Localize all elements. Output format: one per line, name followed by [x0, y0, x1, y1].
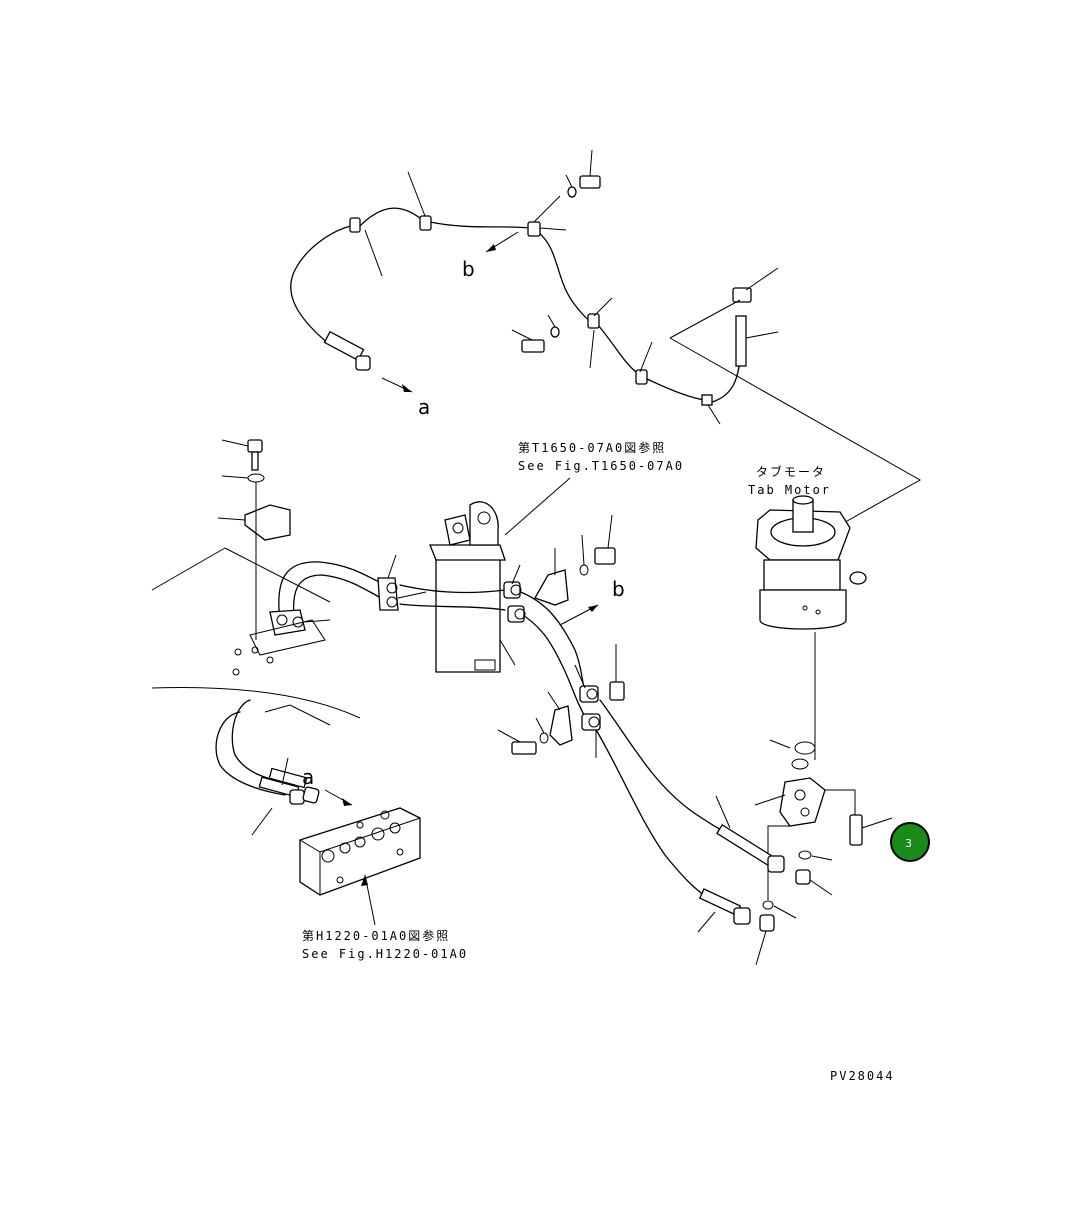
right-hoses: b	[497, 514, 785, 933]
marker-b-lower: b	[612, 577, 625, 601]
tab-motor	[755, 495, 867, 760]
upper-hose-assembly: a b	[290, 149, 779, 425]
badge-number[interactable]: 3	[905, 837, 912, 850]
ref-top-leader	[504, 477, 571, 536]
marker-a-top: a	[418, 395, 430, 419]
ref-bottom-en: See Fig.H1220-01A0	[302, 947, 468, 961]
lower-left-hoses: a	[215, 699, 353, 836]
drawing-id: PV28044	[830, 1069, 895, 1083]
ref-top-jp: 第T1650-07A0図参照	[518, 440, 666, 455]
marker-b-top: b	[462, 257, 475, 281]
central-bracket	[429, 501, 516, 673]
motor-label-jp: タブモータ	[756, 464, 826, 479]
ref-bottom-jp: 第H1220-01A0図参照	[302, 928, 450, 943]
badge-circle[interactable]	[890, 822, 930, 862]
left-hoses	[151, 439, 506, 726]
motor-callout-line	[669, 337, 922, 526]
ref-top-en: See Fig.T1650-07A0	[518, 459, 684, 473]
part-number-badge[interactable]: 3	[890, 822, 930, 862]
right-manifold	[754, 739, 893, 966]
motor-label-en: Tab Motor	[748, 483, 831, 497]
left-manifold	[299, 807, 421, 926]
marker-a-lower: a	[302, 765, 314, 789]
